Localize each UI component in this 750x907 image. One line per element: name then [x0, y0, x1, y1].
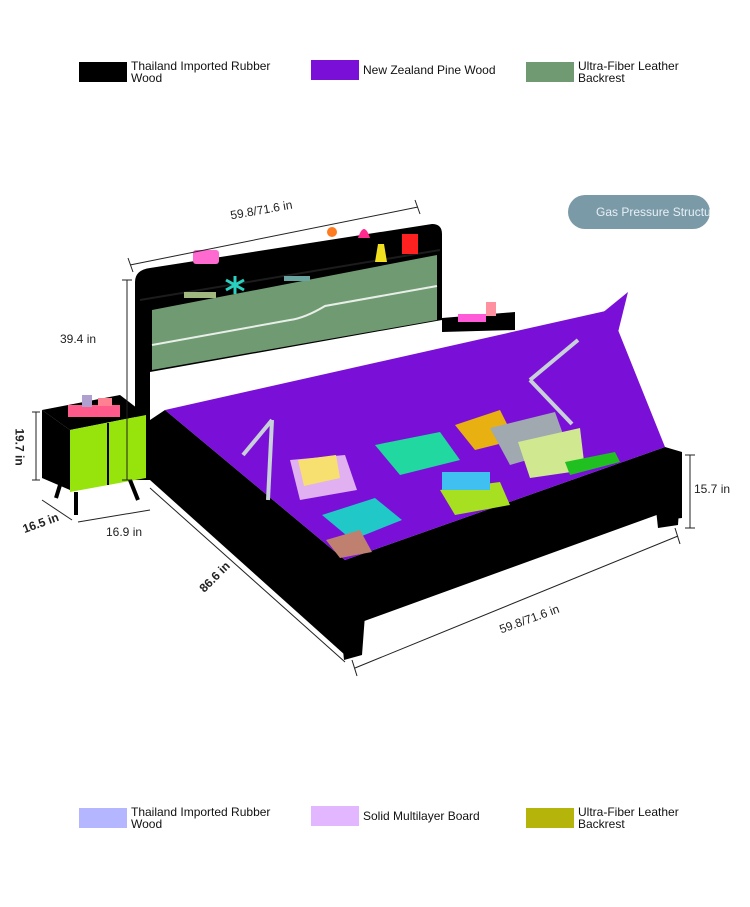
- legend-label: Ultra-Fiber Leather Backrest: [578, 805, 679, 831]
- bed-leg-front-left: [340, 615, 365, 660]
- decor-figure: [327, 227, 337, 237]
- back-table-decor: [458, 314, 486, 322]
- headboard-shelf: [139, 249, 441, 301]
- gas-pressure-badge: Gas Pressure Structure: [568, 195, 710, 229]
- dim-nightstand-height: 19.7 in: [12, 428, 27, 466]
- decor-yellow-figure: [375, 244, 387, 262]
- dim-frame-height: 15.7 in: [694, 482, 731, 496]
- legend-label: New Zealand Pine Wood: [363, 63, 496, 77]
- item-tan-pad: [326, 530, 372, 558]
- legend-label: Thailand Imported Rubber Wood: [131, 59, 271, 85]
- legend-swatch: [79, 62, 127, 82]
- legend-bottom: Thailand Imported Rubber Wood Solid Mult…: [0, 804, 750, 844]
- legend-item-rubber-wood: Thailand Imported Rubber Wood: [79, 60, 281, 84]
- legend-label: Ultra-Fiber Leather Backrest: [578, 59, 679, 85]
- item-yellow-pillow: [298, 455, 340, 486]
- legend-swatch: [526, 62, 574, 82]
- gas-strut-right: [528, 338, 580, 426]
- nightstand-legs: [54, 479, 140, 515]
- headboard-stitch: [151, 285, 438, 346]
- legend-label: Solid Multilayer Board: [363, 809, 480, 823]
- legend-swatch: [311, 60, 359, 80]
- decor-box: [193, 250, 219, 264]
- decor-fan: [225, 276, 245, 294]
- legend-item-rubber-wood: Thailand Imported Rubber Wood: [79, 806, 281, 830]
- legend-swatch: [79, 808, 127, 828]
- bed-frame-front: [345, 447, 682, 628]
- decor-red-book: [402, 234, 418, 254]
- nightstand-pad: [98, 398, 112, 406]
- headboard-panel: [152, 255, 437, 370]
- legend-item-leather-backrest: Ultra-Fiber Leather Backrest: [526, 806, 728, 830]
- item-blue-box: [442, 472, 490, 490]
- dim-nightstand-width: 16.9 in: [106, 525, 143, 539]
- nightstand-book: [68, 405, 120, 417]
- item-lime-blanket: [440, 482, 510, 515]
- legend-item-leather-backrest: Ultra-Fiber Leather Backrest: [526, 60, 728, 84]
- decor-tray: [184, 292, 216, 298]
- legend-item-multilayer-board: Solid Multilayer Board: [311, 806, 480, 826]
- legend-swatch: [526, 808, 574, 828]
- legend-item-pine-wood: New Zealand Pine Wood: [311, 60, 496, 80]
- legend-label: Thailand Imported Rubber Wood: [131, 805, 271, 831]
- bed-leg-front-right: [655, 495, 680, 528]
- storage-lid: [520, 292, 628, 405]
- back-table-vase: [486, 302, 496, 316]
- nightstand-body: [42, 410, 70, 490]
- legend-swatch: [311, 806, 359, 826]
- nightstand-diffuser: [82, 395, 92, 407]
- bed-frame-left: [150, 410, 345, 655]
- dimension-lines: [32, 199, 695, 677]
- item-teal-towel: [322, 498, 402, 540]
- item-green-mat: [565, 452, 620, 475]
- item-teal-blanket: [375, 432, 460, 475]
- gas-strut-left: [241, 418, 274, 501]
- dim-headboard-height: 39.4 in: [60, 332, 97, 346]
- legend-top: Thailand Imported Rubber Wood New Zealan…: [0, 58, 750, 98]
- decor-stand: [284, 276, 310, 281]
- decor-pink-lamp: [358, 229, 370, 238]
